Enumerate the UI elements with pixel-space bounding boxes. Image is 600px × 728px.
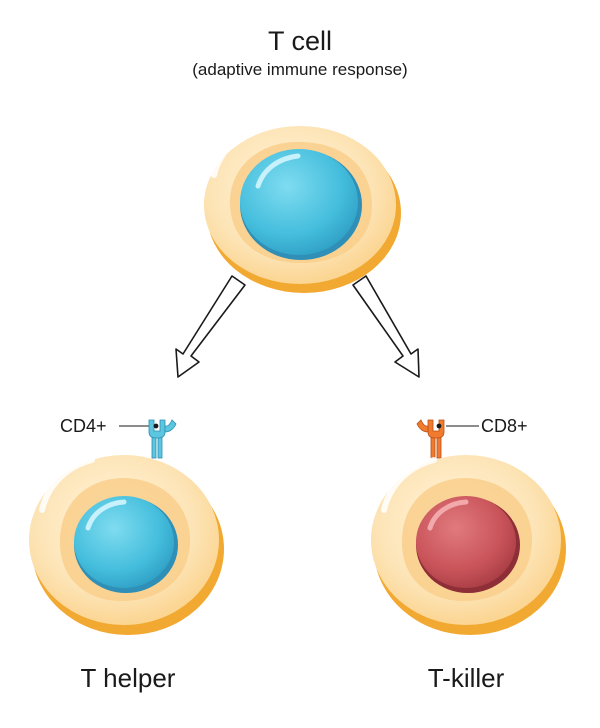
t-killer-label: T-killer <box>428 663 505 693</box>
t-helper-cell <box>29 455 224 635</box>
arrow-left <box>175 275 246 378</box>
top-nucleus <box>240 149 358 255</box>
diagram-title: T cell <box>268 26 332 56</box>
t-helper-label: T helper <box>81 663 176 693</box>
diagram-subtitle: (adaptive immune response) <box>192 60 407 79</box>
t-killer-nucleus <box>416 496 516 588</box>
cd4-label: CD4+ <box>60 416 107 436</box>
cd8-receptor <box>416 419 479 459</box>
t-helper-nucleus <box>74 496 174 588</box>
arrow-right <box>352 275 420 378</box>
t-cell-top <box>204 123 401 293</box>
cd8-label: CD8+ <box>481 416 528 436</box>
cd4-receptor <box>119 419 177 459</box>
t-killer-cell <box>371 455 566 635</box>
